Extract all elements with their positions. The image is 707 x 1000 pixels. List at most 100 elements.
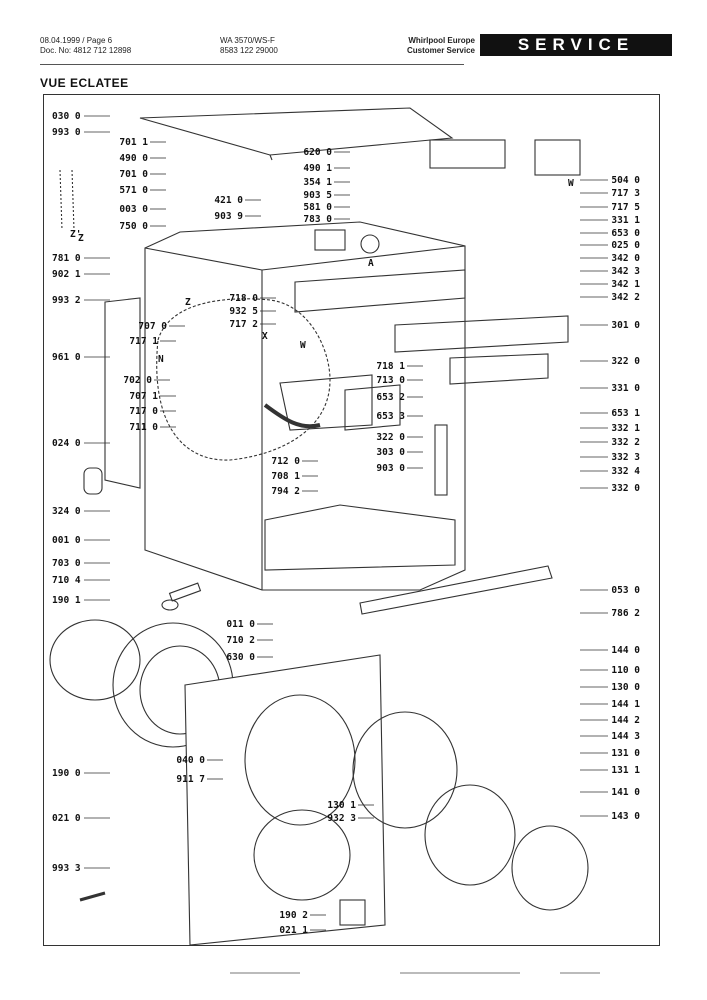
part-label-inner: 794 2 (271, 486, 300, 497)
part-label-right: 331 1 (611, 215, 640, 226)
diagram-frame (43, 94, 660, 946)
part-label-right: 131 0 (611, 748, 640, 759)
part-label-right: 131 1 (611, 765, 640, 776)
part-label-inner: 711 0 (129, 422, 158, 433)
construction-marker: X (262, 331, 268, 342)
part-label-right: 786 2 (611, 608, 640, 619)
part-label-right: 025 0 (611, 240, 640, 251)
drawing (49, 107, 589, 946)
part-label-right: 141 0 (611, 787, 640, 798)
model-meta: WA 3570/WS-F 8583 122 29000 (220, 36, 278, 56)
part-label-right: 143 0 (611, 811, 640, 822)
part-label-left: 703 0 (52, 558, 81, 569)
part-label-left: 024 0 (52, 438, 81, 449)
drawer-front (344, 384, 401, 431)
door-glass (424, 784, 516, 886)
part-label-left: 324 0 (52, 506, 81, 517)
part-label-left: 021 0 (52, 813, 81, 824)
part-label-right: 717 5 (611, 202, 640, 213)
foot-part (83, 467, 103, 495)
part-label-right: 653 0 (611, 228, 640, 239)
department-name: Customer Service (406, 46, 475, 55)
part-label-inner: 490 1 (303, 163, 332, 174)
drum-back (49, 619, 141, 701)
part-label-left: 993 2 (52, 295, 81, 306)
part-label-inner: 653 2 (376, 392, 405, 403)
inlet-hose (263, 403, 321, 429)
part-label-inner: 903 0 (376, 463, 405, 474)
part-label-inner: 903 5 (303, 190, 332, 201)
part-label-inner: 620 0 (303, 147, 332, 158)
part-label-inner: 717 1 (129, 336, 158, 347)
dispenser-outline (156, 298, 331, 461)
doc-number: Doc. No: 4812 712 12898 (40, 46, 132, 55)
part-label-inner: 011 0 (226, 619, 255, 630)
cabinet-body (144, 221, 466, 591)
part-label-right: 342 3 (611, 266, 640, 277)
part-label-right: 144 0 (611, 645, 640, 656)
construction-marker: W (300, 340, 306, 351)
part-label-inner: 653 3 (376, 411, 405, 422)
part-label-right: 301 0 (611, 320, 640, 331)
part-label-inner: 354 1 (303, 177, 332, 188)
part-label-left: 190 0 (52, 768, 81, 779)
cabinet-back-edge (261, 245, 466, 271)
part-label-right: 110 0 (611, 665, 640, 676)
part-label-inner: 708 1 (271, 471, 300, 482)
part-label-right: 342 2 (611, 292, 640, 303)
part-label-inner: 003 0 (119, 204, 148, 215)
cabinet-top-edge (144, 247, 263, 271)
construction-marker: Z (78, 233, 84, 244)
part-label-inner: 702 0 (123, 375, 152, 386)
part-label-inner: 701 0 (119, 169, 148, 180)
part-label-left: 710 4 (52, 575, 81, 586)
part-label-right: 653 1 (611, 408, 640, 419)
service-banner: SERVICE (480, 34, 672, 56)
document-header: 08.04.1999 / Page 6 Doc. No: 4812 712 12… (40, 34, 672, 62)
door-outer-ring (511, 825, 589, 911)
part-label-right: 342 1 (611, 279, 640, 290)
part-label-inner: 571 0 (119, 185, 148, 196)
part-label-right: 504 0 (611, 175, 640, 186)
date-page: 08.04.1999 / Page 6 (40, 36, 113, 45)
pcb-module (429, 139, 506, 169)
side-panel (104, 297, 141, 489)
part-label-right: 342 0 (611, 253, 640, 264)
spring-part (59, 169, 75, 231)
control-panel-back (294, 269, 466, 313)
fascia-label (449, 353, 549, 385)
part-label-inner: 718 0 (229, 293, 258, 304)
part-label-inner: 581 0 (303, 202, 332, 213)
kick-plate (359, 565, 553, 615)
part-label-right: 130 0 (611, 682, 640, 693)
part-label-inner: 717 2 (229, 319, 258, 330)
part-label-left: 781 0 (52, 253, 81, 264)
part-label-left: 993 3 (52, 863, 81, 874)
part-label-inner: 710 2 (226, 635, 255, 646)
part-label-inner: 911 7 (176, 774, 205, 785)
part-label-left: 902 1 (52, 269, 81, 280)
part-label-right: 332 4 (611, 466, 640, 477)
construction-marker: A (368, 258, 374, 269)
model-code: 8583 122 29000 (220, 46, 278, 55)
part-label-inner: 021 1 (279, 925, 308, 936)
wrench-tool (79, 891, 106, 902)
construction-marker: Z' (70, 229, 81, 240)
part-label-inner: 932 3 (327, 813, 356, 824)
part-label-right: 331 0 (611, 383, 640, 394)
part-label-inner: 490 0 (119, 153, 148, 164)
part-label-inner: 701 1 (119, 137, 148, 148)
construction-marker: Z (185, 297, 191, 308)
filter-cover (339, 899, 366, 926)
part-label-left: 030 0 (52, 111, 81, 122)
part-label-inner: 903 9 (214, 211, 243, 222)
leader-lines (84, 115, 608, 931)
part-label-inner: 713 0 (376, 375, 405, 386)
part-label-right: 717 3 (611, 188, 640, 199)
part-label-right: 144 3 (611, 731, 640, 742)
part-label-inner: 421 0 (214, 195, 243, 206)
lower-panel-cutout (253, 809, 351, 901)
cabinet-base-opening (264, 504, 456, 571)
part-label-right: 332 2 (611, 437, 640, 448)
